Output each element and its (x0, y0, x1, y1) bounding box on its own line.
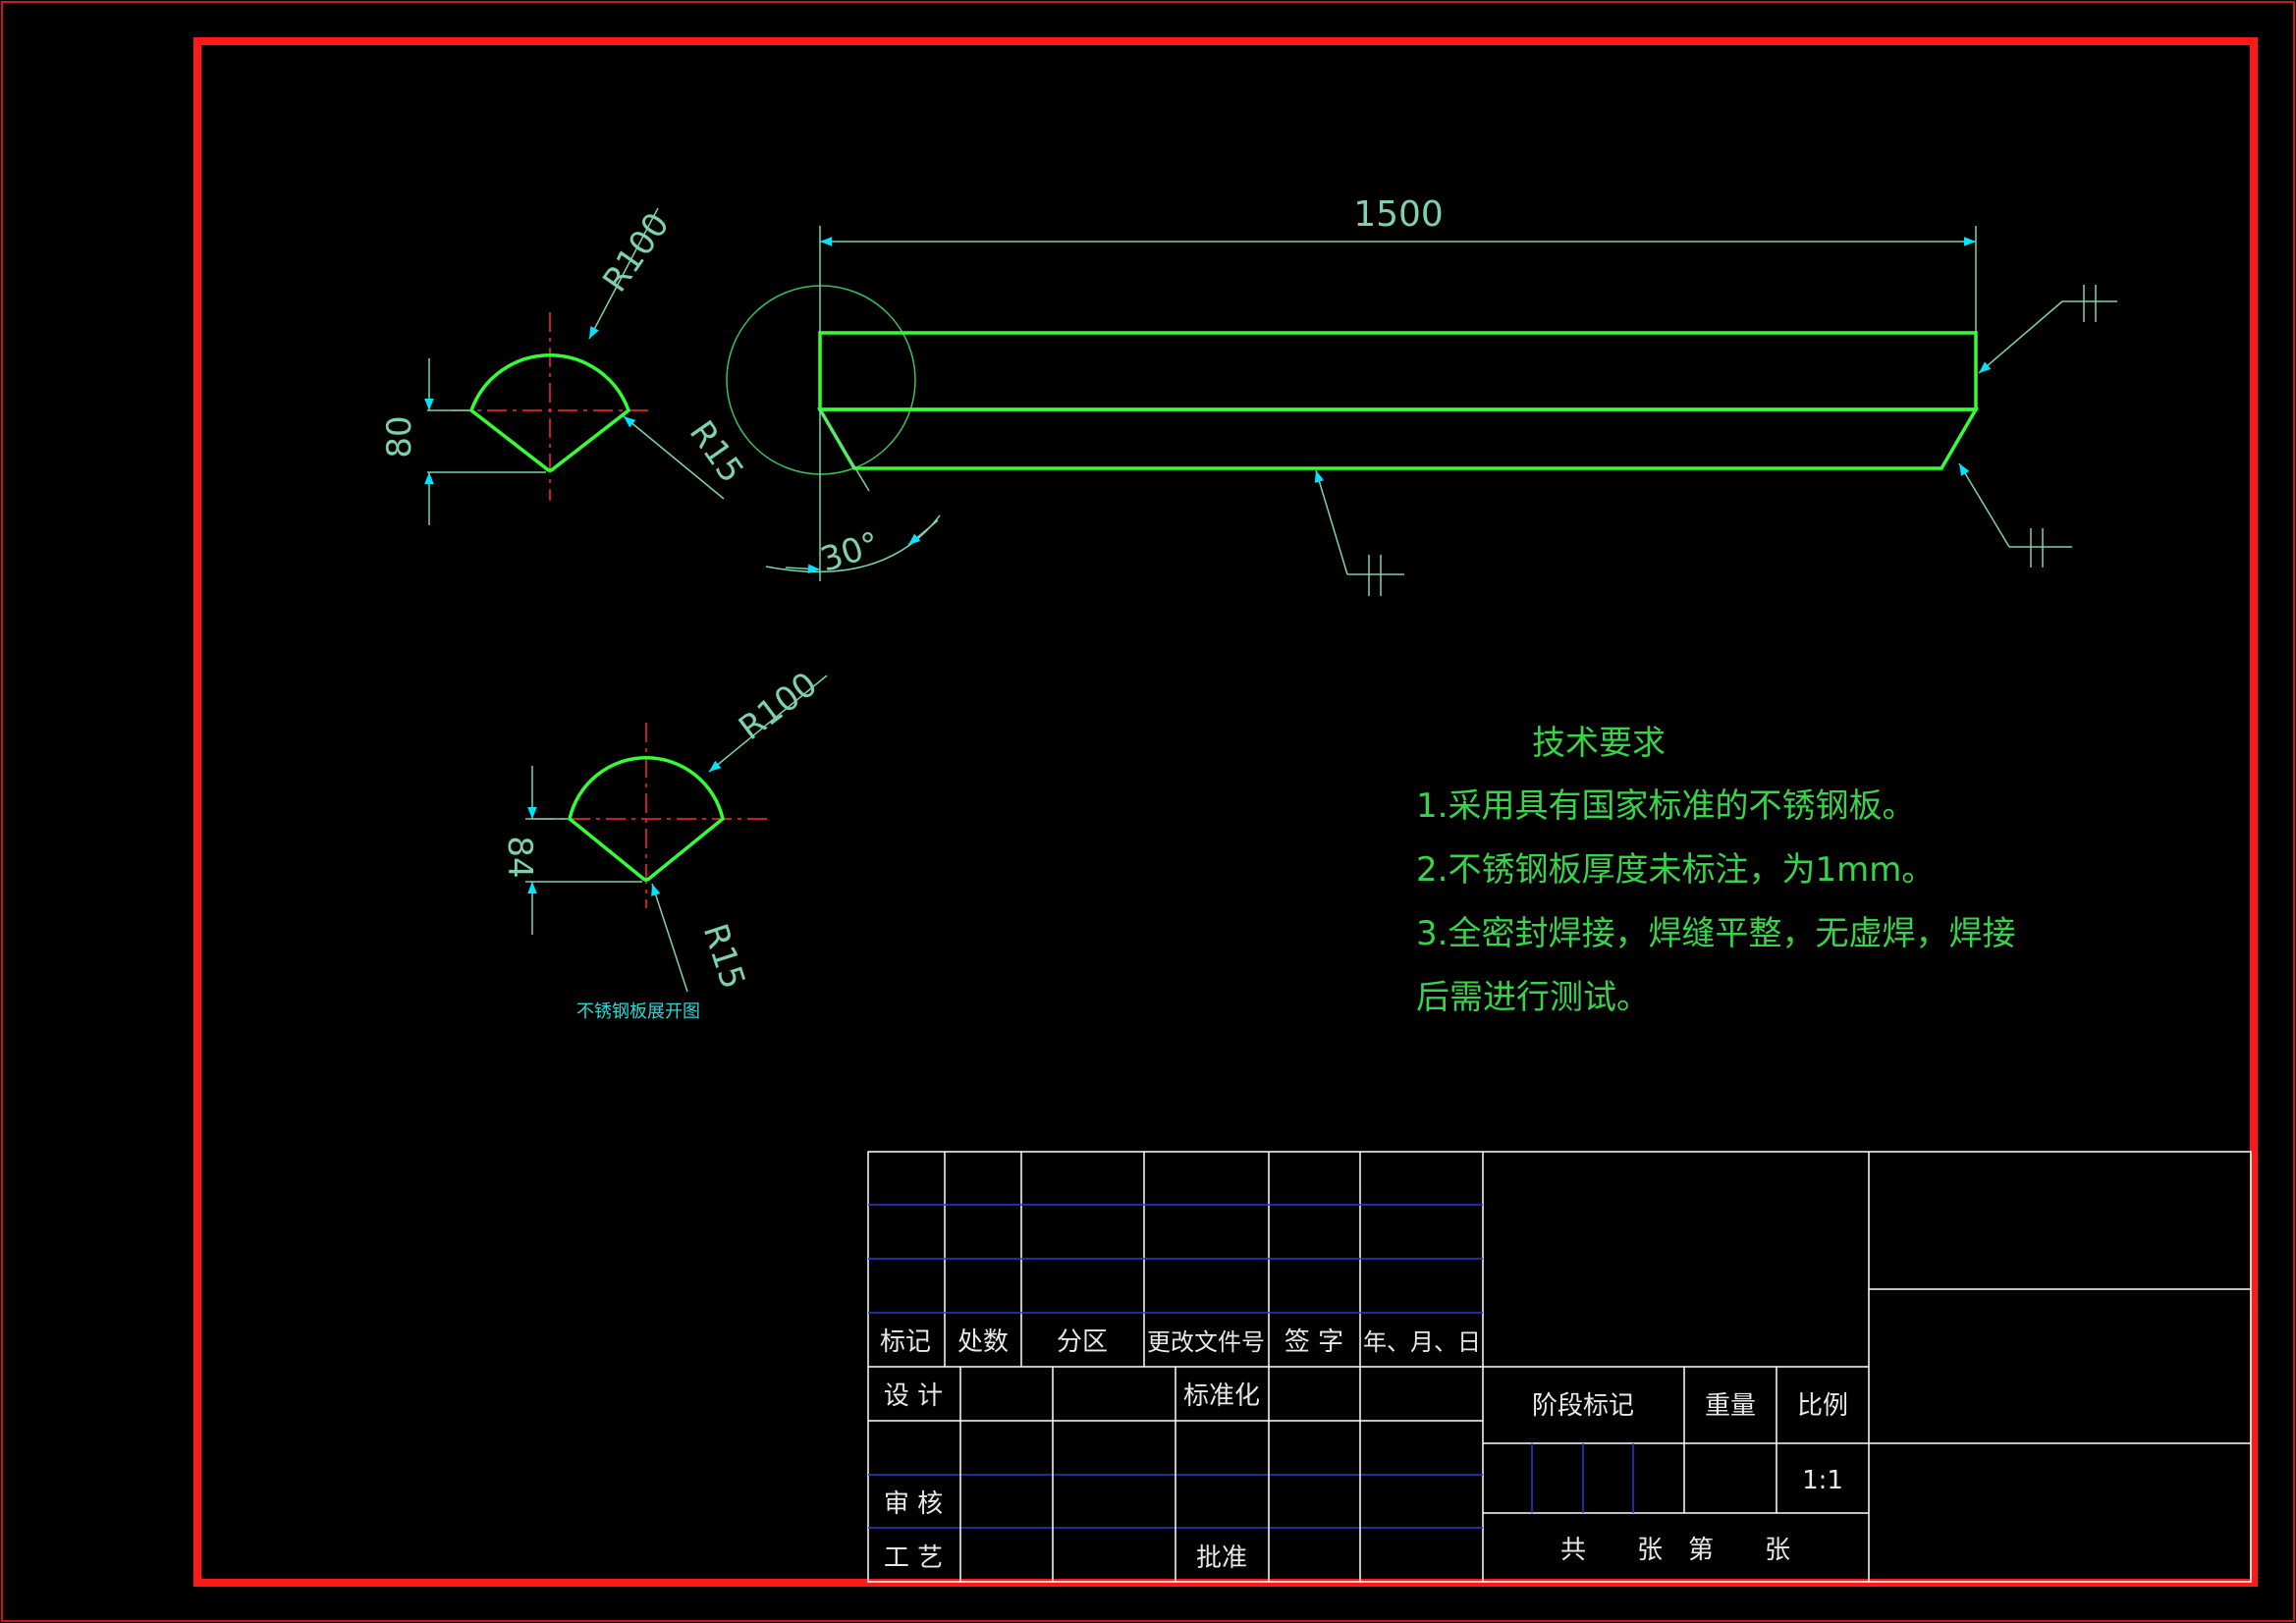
bottom-profile-fillet-text: R15 (695, 919, 753, 994)
tb-header-count: 处数 (957, 1327, 1009, 1357)
tb-standardization-label: 标准化 (1183, 1381, 1260, 1411)
bottom-profile-height-text: 84 (500, 836, 539, 878)
angle-arrow-right (907, 519, 939, 546)
tb-header-mark: 标记 (880, 1327, 931, 1357)
weld-symbol-top-right (1978, 285, 2117, 374)
reference-circle (726, 285, 916, 475)
trough-top-face (818, 331, 1978, 411)
tech-req-title: 技术要求 (1532, 724, 1666, 763)
tb-stage-mark-label: 阶段标记 (1532, 1391, 1634, 1421)
angle-dimension-arc (765, 514, 941, 573)
tb-header-zone: 分区 (1057, 1327, 1108, 1357)
main-elevation-view: 1500 30° (726, 194, 2117, 596)
weld-symbol-bottom (1314, 469, 1404, 596)
tech-req-item-4: 后需进行测试。 (1416, 978, 1650, 1017)
tb-process-label: 工 艺 (884, 1543, 943, 1573)
top-profile-fillet-text: R15 (682, 413, 751, 490)
tech-req-item-3: 3.全密封焊接，焊缝平整，无虚焊，焊接 (1416, 914, 2015, 953)
tb-design-label: 设 计 (884, 1381, 943, 1411)
top-profile-height-text: 80 (380, 415, 419, 458)
tb-approve-label: 批准 (1196, 1543, 1247, 1573)
top-section-profile: R100 R15 80 (380, 205, 751, 525)
trough-bottom-face (816, 407, 1980, 470)
tb-scale-label: 比例 (1797, 1391, 1848, 1421)
top-profile-outline (468, 352, 631, 472)
angle-dimension-text: 30° (816, 524, 885, 580)
tb-sheets-label: 共 张 第 张 (1560, 1536, 1790, 1565)
top-profile-radius-text: R100 (595, 205, 678, 298)
tb-header-date: 年、月、日 (1363, 1328, 1481, 1356)
bottom-profile-outline (568, 756, 725, 882)
tech-req-item-1: 1.采用具有国家标准的不锈钢板。 (1416, 786, 1915, 826)
tb-header-signature: 签 字 (1285, 1327, 1343, 1357)
tb-weight-label: 重量 (1705, 1391, 1756, 1421)
title-block: 标记 处数 分区 更改文件号 签 字 年、月、日 设 计 标准化 审 核 工 艺… (867, 1151, 2252, 1583)
bottom-section-profile: R100 R15 84 不锈钢板展开图 (500, 665, 828, 1022)
bottom-profile-caption: 不锈钢板展开图 (576, 1001, 700, 1022)
technical-requirements: 技术要求 1.采用具有国家标准的不锈钢板。 2.不锈钢板厚度未标注，为1mm。 … (1416, 724, 2015, 1017)
drawing-frame (193, 37, 2258, 1587)
tb-scale-value: 1:1 (1802, 1466, 1843, 1495)
length-dimension-text: 1500 (1353, 194, 1444, 235)
weld-symbol-bottom-right (1958, 462, 2072, 568)
angle-arrow-left (785, 564, 821, 574)
tb-header-change-doc: 更改文件号 (1147, 1328, 1265, 1356)
angle-extension-slant (819, 408, 870, 492)
tech-req-item-2: 2.不锈钢板厚度未标注，为1mm。 (1416, 850, 1935, 890)
bottom-profile-radius-text: R100 (732, 665, 825, 748)
tb-review-label: 审 核 (884, 1489, 943, 1519)
